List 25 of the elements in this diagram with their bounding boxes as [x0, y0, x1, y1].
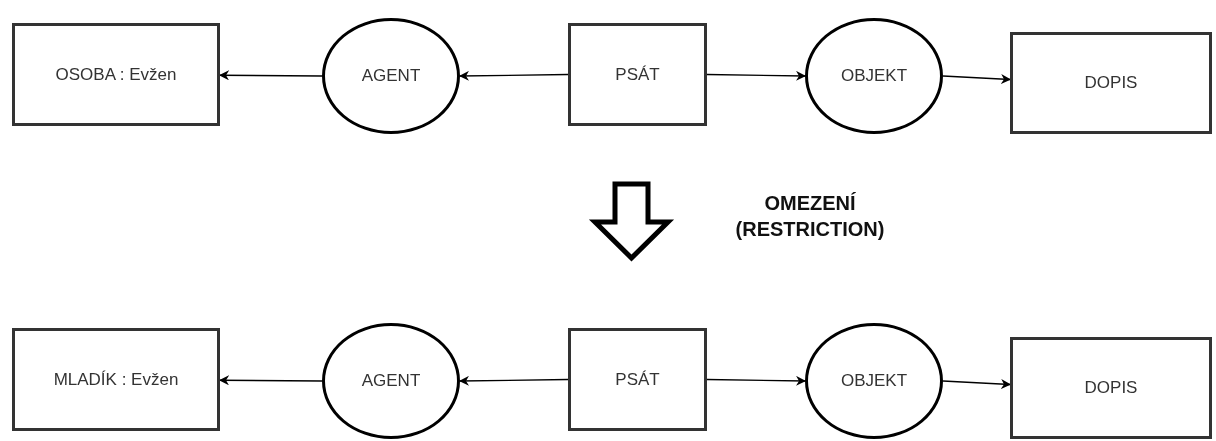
concept-box [1010, 32, 1212, 134]
concept-box [1010, 337, 1212, 439]
node-label: OSOBA : Evžen [55, 63, 177, 86]
arrow [942, 74, 1011, 84]
concept-box [568, 328, 707, 431]
arrow [219, 375, 323, 386]
node-label: DOPIS [1084, 377, 1138, 399]
node-label: AGENT [361, 65, 421, 87]
node-label: OBJEKT [840, 370, 908, 392]
arrow [942, 379, 1011, 389]
concept-box [12, 328, 220, 431]
node-label: PSÁT [615, 63, 660, 86]
concept-box [568, 23, 707, 126]
node-label: DOPIS [1084, 72, 1138, 94]
node-label: PSÁT [615, 368, 660, 391]
arrow [459, 375, 569, 386]
arrow [706, 70, 806, 81]
arrow [219, 70, 323, 81]
node-label: MLADÍK : Evžen [53, 368, 179, 391]
concept-box [12, 23, 220, 126]
node-label: AGENT [361, 370, 421, 392]
arrow [706, 375, 806, 386]
node-label: OBJEKT [840, 65, 908, 87]
arrow [459, 70, 569, 81]
operation-label: OMEZENÍ (RESTRICTION) [734, 191, 886, 242]
